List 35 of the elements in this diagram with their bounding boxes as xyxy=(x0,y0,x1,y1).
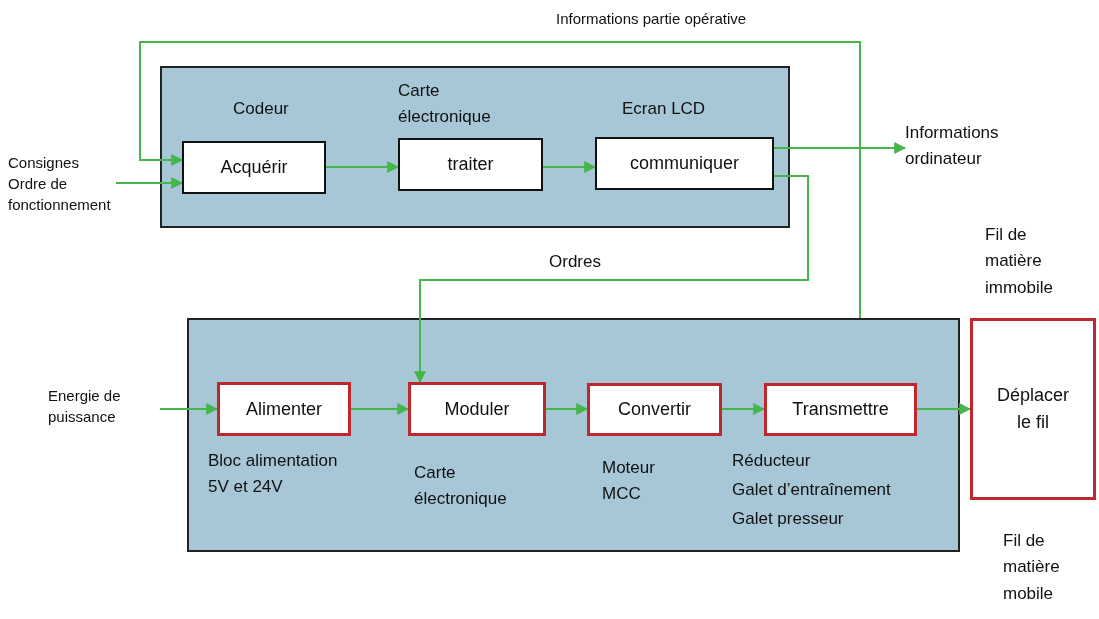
arrow xyxy=(721,403,766,415)
function-box: Moduler xyxy=(408,382,546,436)
subsystem-panel xyxy=(160,66,790,228)
flow-label: Informations ordinateur xyxy=(905,120,1035,176)
component-caption: Carte électronique xyxy=(398,80,492,129)
component-caption: Carte électronique xyxy=(414,462,508,511)
arrow xyxy=(350,403,410,415)
component-caption: Moteur MCC xyxy=(602,457,656,506)
component-caption: Fil de matière mobile xyxy=(1003,530,1061,605)
component-caption: Réducteur xyxy=(732,450,811,472)
arrow xyxy=(325,161,400,173)
arrow xyxy=(139,41,861,319)
component-caption: Galet d’entraînement xyxy=(732,479,891,501)
arrow xyxy=(115,177,184,189)
flow-label: Consignes Ordre de fonctionnement xyxy=(8,152,116,234)
component-caption: Bloc alimentation 5V et 24V xyxy=(208,450,339,499)
function-box: Transmettre xyxy=(764,383,917,436)
component-caption: Fil de matière immobile xyxy=(985,224,1055,299)
function-box: traiter xyxy=(398,138,543,191)
arrow xyxy=(159,403,219,415)
arrow xyxy=(773,142,907,154)
arrow xyxy=(916,403,972,415)
component-caption: Codeur xyxy=(233,98,289,120)
component-caption: Ecran LCD xyxy=(622,98,706,120)
flow-label: Energie de puissance xyxy=(48,385,160,433)
function-box: Déplacer le fil xyxy=(970,318,1096,500)
arrow xyxy=(542,161,597,173)
arrow xyxy=(414,175,809,384)
function-box: communiquer xyxy=(595,137,774,190)
function-box: Convertir xyxy=(587,383,722,436)
function-box: Acquérir xyxy=(182,141,326,194)
subsystem-panel xyxy=(187,318,960,552)
function-box: Alimenter xyxy=(217,382,351,436)
arrow xyxy=(545,403,589,415)
component-caption: Galet presseur xyxy=(732,508,844,530)
